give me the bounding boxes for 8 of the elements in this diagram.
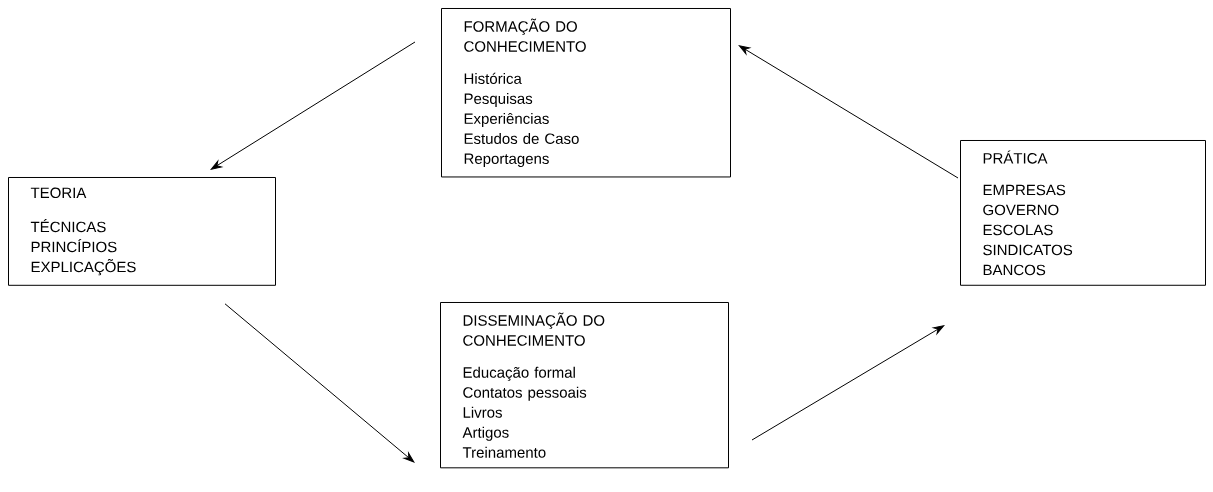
arrow bbox=[224, 303, 415, 463]
arrow bbox=[210, 41, 416, 170]
text-box: TEORIA TÉCNICAS PRINCÍPIOS EXPLICAÇÕES bbox=[8, 177, 276, 286]
arrow bbox=[751, 325, 945, 441]
text-box: FORMAÇÃO DO CONHECIMENTO Histórica Pesquisas Experiências Estudos de Caso Reportagens bbox=[441, 8, 731, 178]
arrow bbox=[738, 45, 959, 179]
text-box: DISSEMINAÇÃO DO CONHECIMENTO Educação formal Contatos pessoais Livros Artigos Treinamento bbox=[440, 302, 729, 469]
text-box: PRÁTICA EMPRESAS GOVERNO ESCOLAS SINDICATOS BANCOS bbox=[960, 140, 1206, 286]
